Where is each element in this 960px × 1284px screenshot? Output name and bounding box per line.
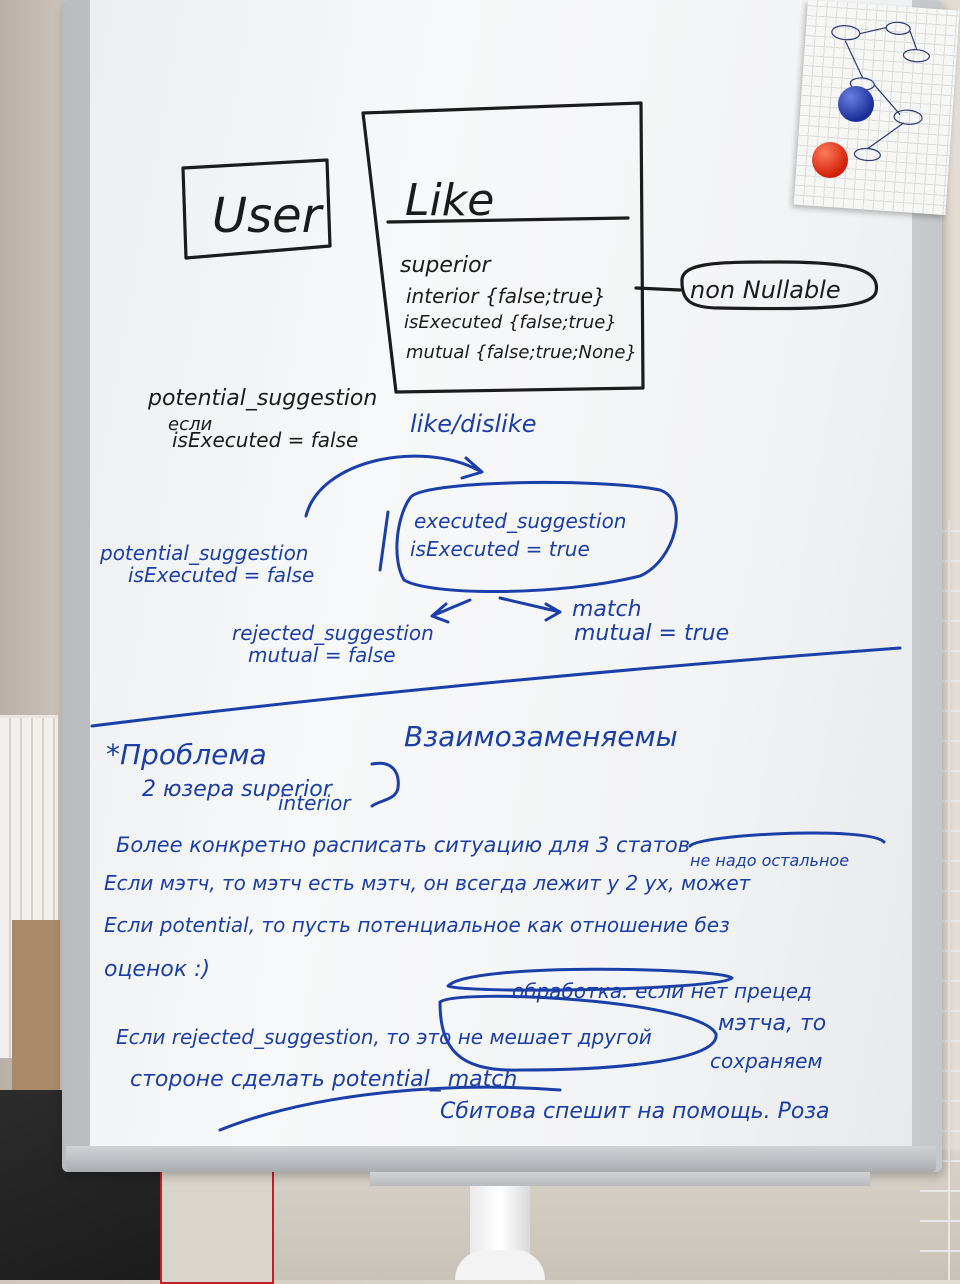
note-aside: не надо остальное (690, 851, 849, 870)
flow-separator-line (378, 510, 390, 572)
note-line-5: Если rejected_suggestion, то это не меша… (116, 1025, 652, 1049)
non-nullable-connector (634, 286, 682, 292)
note-line-2: Если мэтч, то мэтч есть мэтч, он всегда … (104, 871, 752, 895)
potential-note-title: potential_suggestion (147, 386, 377, 411)
marker-tray (66, 1146, 936, 1172)
match-label: match (572, 597, 642, 622)
section-divider-line (90, 646, 902, 728)
save-note: сохраняем (710, 1049, 823, 1073)
like-dislike-label: like/dislike (410, 410, 537, 438)
note-line-3: Если potential, то пусть потенциальное к… (104, 913, 730, 937)
potential-note-condition: isExecuted = false (172, 428, 358, 452)
signature-line: Сбитова спешит на помощь. Роза (440, 1099, 830, 1124)
blue-magnet (838, 86, 874, 122)
arrowhead-like-dislike (460, 456, 484, 480)
board-stand-base (455, 1250, 545, 1280)
like-field-superior: superior (400, 253, 493, 278)
swap-bracket (370, 761, 400, 808)
user-box-outline (181, 158, 332, 260)
processing-bubble (446, 967, 734, 992)
potential-note-if: если (168, 414, 212, 435)
processing-note: обработка: если нет прецед (512, 979, 812, 1003)
like-box-divider (386, 216, 630, 224)
non-nullable-bubble (680, 260, 879, 311)
note-line-6: стороне сделать potential_ match (130, 1067, 517, 1092)
not-needed-bracket (688, 831, 886, 848)
potential-isexecuted-label: isExecuted = false (128, 563, 314, 587)
potential-suggestion-label: potential_suggestion (99, 541, 309, 565)
executed-bubble (395, 480, 678, 593)
like-box-title: Like (405, 175, 494, 226)
problem-heading: *Проблема (106, 738, 267, 771)
note-line-1: Более конкретно расписать ситуацию для 3… (116, 833, 690, 857)
like-field-mutual: mutual {false;true;None} (406, 342, 637, 363)
two-users-line: 2 юзера superior (142, 777, 334, 802)
match-mutual-label: mutual = true (574, 621, 729, 646)
like-field-interior: interior {false;true} (406, 284, 606, 308)
user-box-label: User (212, 188, 325, 244)
rejected-mutual-label: mutual = false (248, 643, 396, 667)
arrow-to-like-dislike (304, 454, 480, 518)
like-box-outline (361, 101, 645, 394)
note-sketch (831, 21, 930, 162)
rejected-suggestion-label: rejected_suggestion (232, 621, 434, 645)
note-line-4: оценок :) (104, 957, 210, 982)
like-field-isexecuted: isExecuted {false;true} (404, 312, 617, 333)
cardboard-box (12, 920, 60, 1120)
red-magnet (812, 142, 848, 178)
executed-isexecuted-label: isExecuted = true (410, 537, 590, 561)
potential-match-bubble (438, 994, 718, 1072)
arrow-to-match (498, 596, 562, 622)
arrow-to-rejected (430, 598, 472, 624)
interchangeable-label: Взаимозаменяемы (404, 720, 678, 753)
non-nullable-label: non Nullable (690, 276, 841, 304)
executed-suggestion-label: executed_suggestion (414, 509, 626, 533)
interior-line: interior (278, 791, 352, 815)
sticky-note-diagram (793, 0, 960, 216)
whiteboard-surface (90, 0, 912, 1146)
match-then-note: мэтча, то (718, 1011, 826, 1036)
underline-stroke (218, 1085, 562, 1132)
